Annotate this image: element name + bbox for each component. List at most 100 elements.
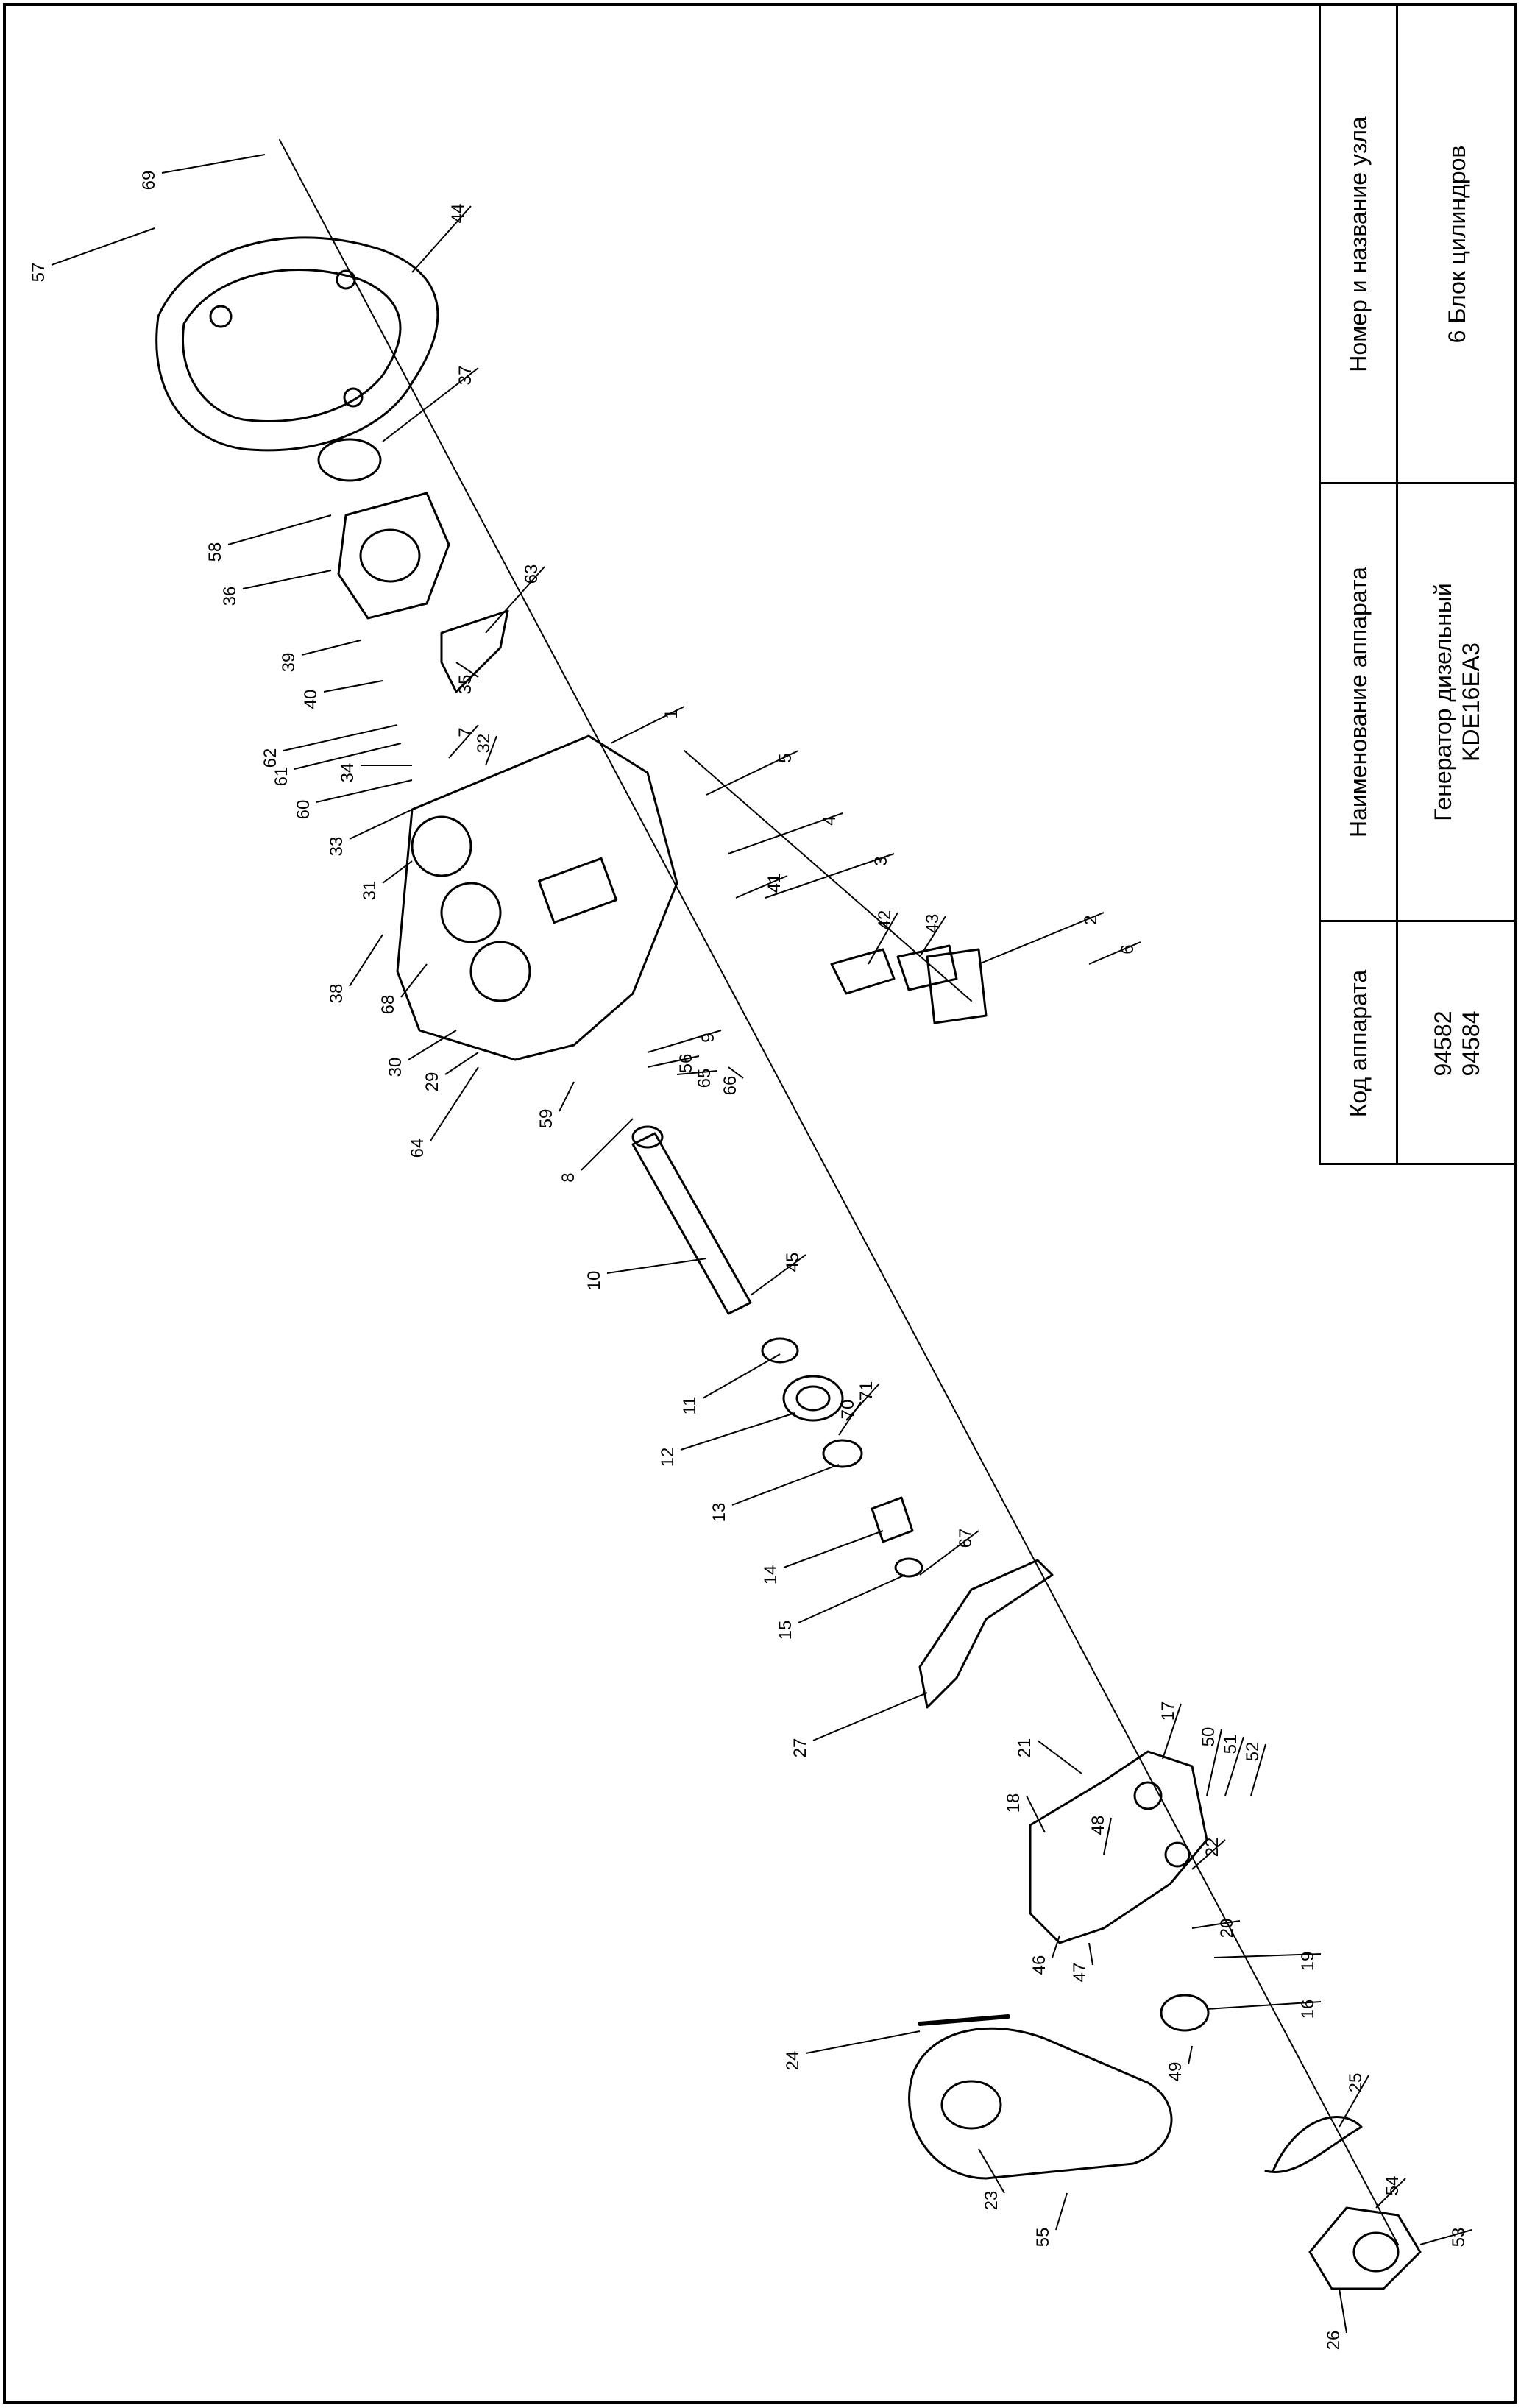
callout-leader-43 [919, 916, 946, 957]
callout-label-26: 26 [1324, 2331, 1344, 2351]
callout-leader-29 [444, 1052, 479, 1075]
callout-labels: 1234567891011121314151617181920212223242… [29, 154, 1472, 2351]
callout-label-9: 9 [698, 1033, 718, 1042]
callout-leader-64 [430, 1066, 479, 1141]
timing-cover-part [908, 2027, 1173, 2180]
callout-leader-69 [161, 154, 266, 174]
callout-leader-59 [559, 1081, 575, 1112]
callout-leader-40 [323, 680, 383, 693]
callout-leader-45 [750, 1254, 806, 1296]
callout-label-4: 4 [820, 815, 840, 825]
callout-leader-10 [606, 1258, 707, 1274]
callout-label-63: 63 [522, 564, 542, 584]
drawing-sheet-frame [3, 3, 1517, 2404]
code-header: Код аппарата [1345, 969, 1372, 1118]
callout-leader-41 [735, 875, 788, 899]
callout-leader-55 [1055, 2192, 1068, 2231]
callout-label-25: 25 [1346, 2073, 1366, 2093]
callout-leader-66 [728, 1066, 744, 1079]
callout-label-19: 19 [1298, 1952, 1318, 1972]
callout-label-13: 13 [709, 1503, 729, 1523]
callout-label-41: 41 [765, 874, 784, 893]
callout-label-45: 45 [783, 1253, 803, 1272]
callout-label-70: 70 [838, 1400, 858, 1420]
callout-label-47: 47 [1070, 1963, 1090, 1983]
callout-label-48: 48 [1088, 1816, 1108, 1835]
callout-label-33: 33 [327, 837, 347, 857]
callout-leader-7 [448, 724, 479, 759]
callout-label-21: 21 [1015, 1738, 1035, 1758]
callout-leader-61 [294, 743, 402, 770]
callout-leader-23 [978, 2148, 1005, 2194]
callout-label-14: 14 [761, 1565, 781, 1585]
node-header: Номер и название узла [1345, 116, 1372, 372]
callout-label-46: 46 [1029, 1955, 1049, 1975]
callout-label-50: 50 [1199, 1727, 1219, 1747]
callout-label-49: 49 [1166, 2062, 1185, 2082]
oil-seal-wire-part [1264, 2116, 1363, 2173]
callout-leader-35 [455, 662, 479, 678]
callout-leader-19 [1213, 1953, 1322, 1958]
callout-leader-46 [1052, 1935, 1060, 1958]
callout-leader-44 [411, 205, 472, 273]
title-block: Номер и название узла Наименование аппар… [1319, 6, 1516, 1165]
callout-leader-22 [1191, 1839, 1226, 1870]
callout-label-44: 44 [448, 204, 468, 224]
callout-leader-1 [610, 706, 685, 744]
washer-part [761, 1337, 799, 1364]
callout-label-52: 52 [1243, 1742, 1263, 1762]
callout-label-51: 51 [1221, 1735, 1241, 1754]
bearing-cap-part [830, 948, 896, 995]
title-block-value-column: 6 Блок цилиндров Генератор дизельный KDE… [1398, 6, 1516, 1163]
callout-label-10: 10 [584, 1271, 604, 1291]
bracket-part [440, 609, 509, 693]
callout-leader-24 [805, 2030, 921, 2054]
callout-label-42: 42 [875, 910, 895, 930]
callout-leader-32 [485, 735, 497, 766]
callout-label-56: 56 [676, 1054, 696, 1074]
callout-leader-2 [978, 912, 1105, 965]
callout-leader-5 [706, 750, 799, 796]
callout-label-8: 8 [559, 1172, 578, 1182]
oil-pump-part [1160, 1994, 1210, 2032]
callout-leader-42 [868, 912, 898, 965]
callout-leader-3 [765, 853, 895, 899]
rear-cover-part [337, 492, 450, 620]
callout-leader-58 [227, 514, 332, 545]
callout-label-3: 3 [871, 856, 891, 865]
callout-leader-26 [1339, 2288, 1347, 2334]
callout-leader-17 [1162, 1703, 1182, 1760]
device-header: Наименование аппарата [1345, 567, 1372, 838]
callout-leader-14 [783, 1530, 884, 1568]
callout-label-17: 17 [1158, 1701, 1178, 1721]
node-value: 6 Блок цилиндров [1444, 145, 1470, 343]
main-bearing-cap-part [926, 948, 988, 1024]
callout-label-7: 7 [455, 727, 475, 737]
code-value-line2: 94584 [1458, 1010, 1484, 1077]
callout-leader-30 [408, 1030, 457, 1060]
callout-leader-36 [242, 570, 332, 589]
callout-leader-38 [349, 934, 383, 987]
callout-leader-25 [1339, 2075, 1369, 2128]
timing-gear-part [782, 1375, 844, 1422]
callout-label-24: 24 [783, 2051, 803, 2071]
callout-label-11: 11 [680, 1397, 700, 1415]
callout-leader-48 [1103, 1817, 1112, 1855]
washer-part-2 [894, 1557, 923, 1578]
callout-label-2: 2 [1081, 915, 1101, 924]
callout-label-30: 30 [386, 1058, 405, 1077]
camshaft-part [631, 1125, 752, 1315]
callout-label-68: 68 [378, 995, 398, 1015]
callout-label-62: 62 [260, 748, 280, 768]
callout-leader-52 [1250, 1743, 1266, 1796]
callout-label-35: 35 [455, 675, 475, 695]
callout-label-15: 15 [776, 1621, 795, 1640]
callout-label-6: 6 [1118, 944, 1138, 954]
callout-label-60: 60 [294, 800, 313, 820]
callout-leader-9 [647, 1030, 722, 1053]
belt-part [918, 2014, 1010, 2026]
callout-leader-67 [919, 1530, 979, 1576]
callout-label-43: 43 [923, 914, 943, 934]
callout-leader-68 [400, 963, 428, 998]
